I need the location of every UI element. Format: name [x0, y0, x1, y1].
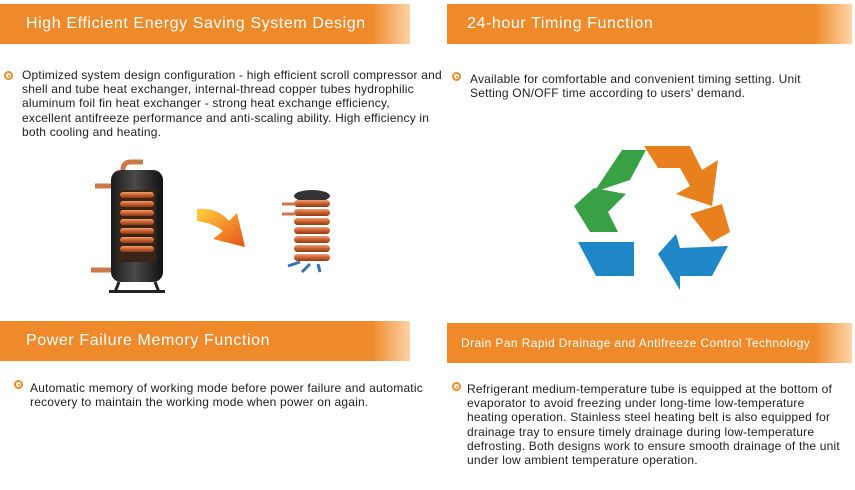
energy-description: Optimized system design configuration - …: [22, 68, 442, 139]
banner-timing: 24-hour Timing Function: [447, 4, 852, 44]
orange-arrow-icon: [197, 208, 245, 247]
power-description: Automatic memory of working mode before …: [30, 381, 423, 410]
bullet-icon: [452, 72, 461, 81]
heat-exchanger-image: [91, 159, 165, 293]
banner-power-failure: Power Failure Memory Function: [0, 321, 410, 361]
timing-description: Available for comfortable and convenient…: [470, 72, 801, 101]
banner-timing-title: 24-hour Timing Function: [467, 15, 654, 32]
bullet-icon: [452, 382, 461, 391]
copper-coil-image: [282, 190, 330, 274]
recycle-icon: [574, 146, 730, 290]
banner-energy-saving: High Efficient Energy Saving System Desi…: [0, 4, 410, 44]
banner-power-failure-title: Power Failure Memory Function: [26, 332, 271, 349]
bullet-icon: [4, 71, 13, 80]
banner-energy-saving-title: High Efficient Energy Saving System Desi…: [26, 15, 366, 32]
drain-description: Refrigerant medium-temperature tube is e…: [467, 382, 840, 468]
banner-drain-pan-title: Drain Pan Rapid Drainage and Antifreeze …: [461, 336, 811, 350]
banner-drain-pan: Drain Pan Rapid Drainage and Antifreeze …: [447, 323, 852, 363]
bullet-icon: [14, 380, 23, 389]
